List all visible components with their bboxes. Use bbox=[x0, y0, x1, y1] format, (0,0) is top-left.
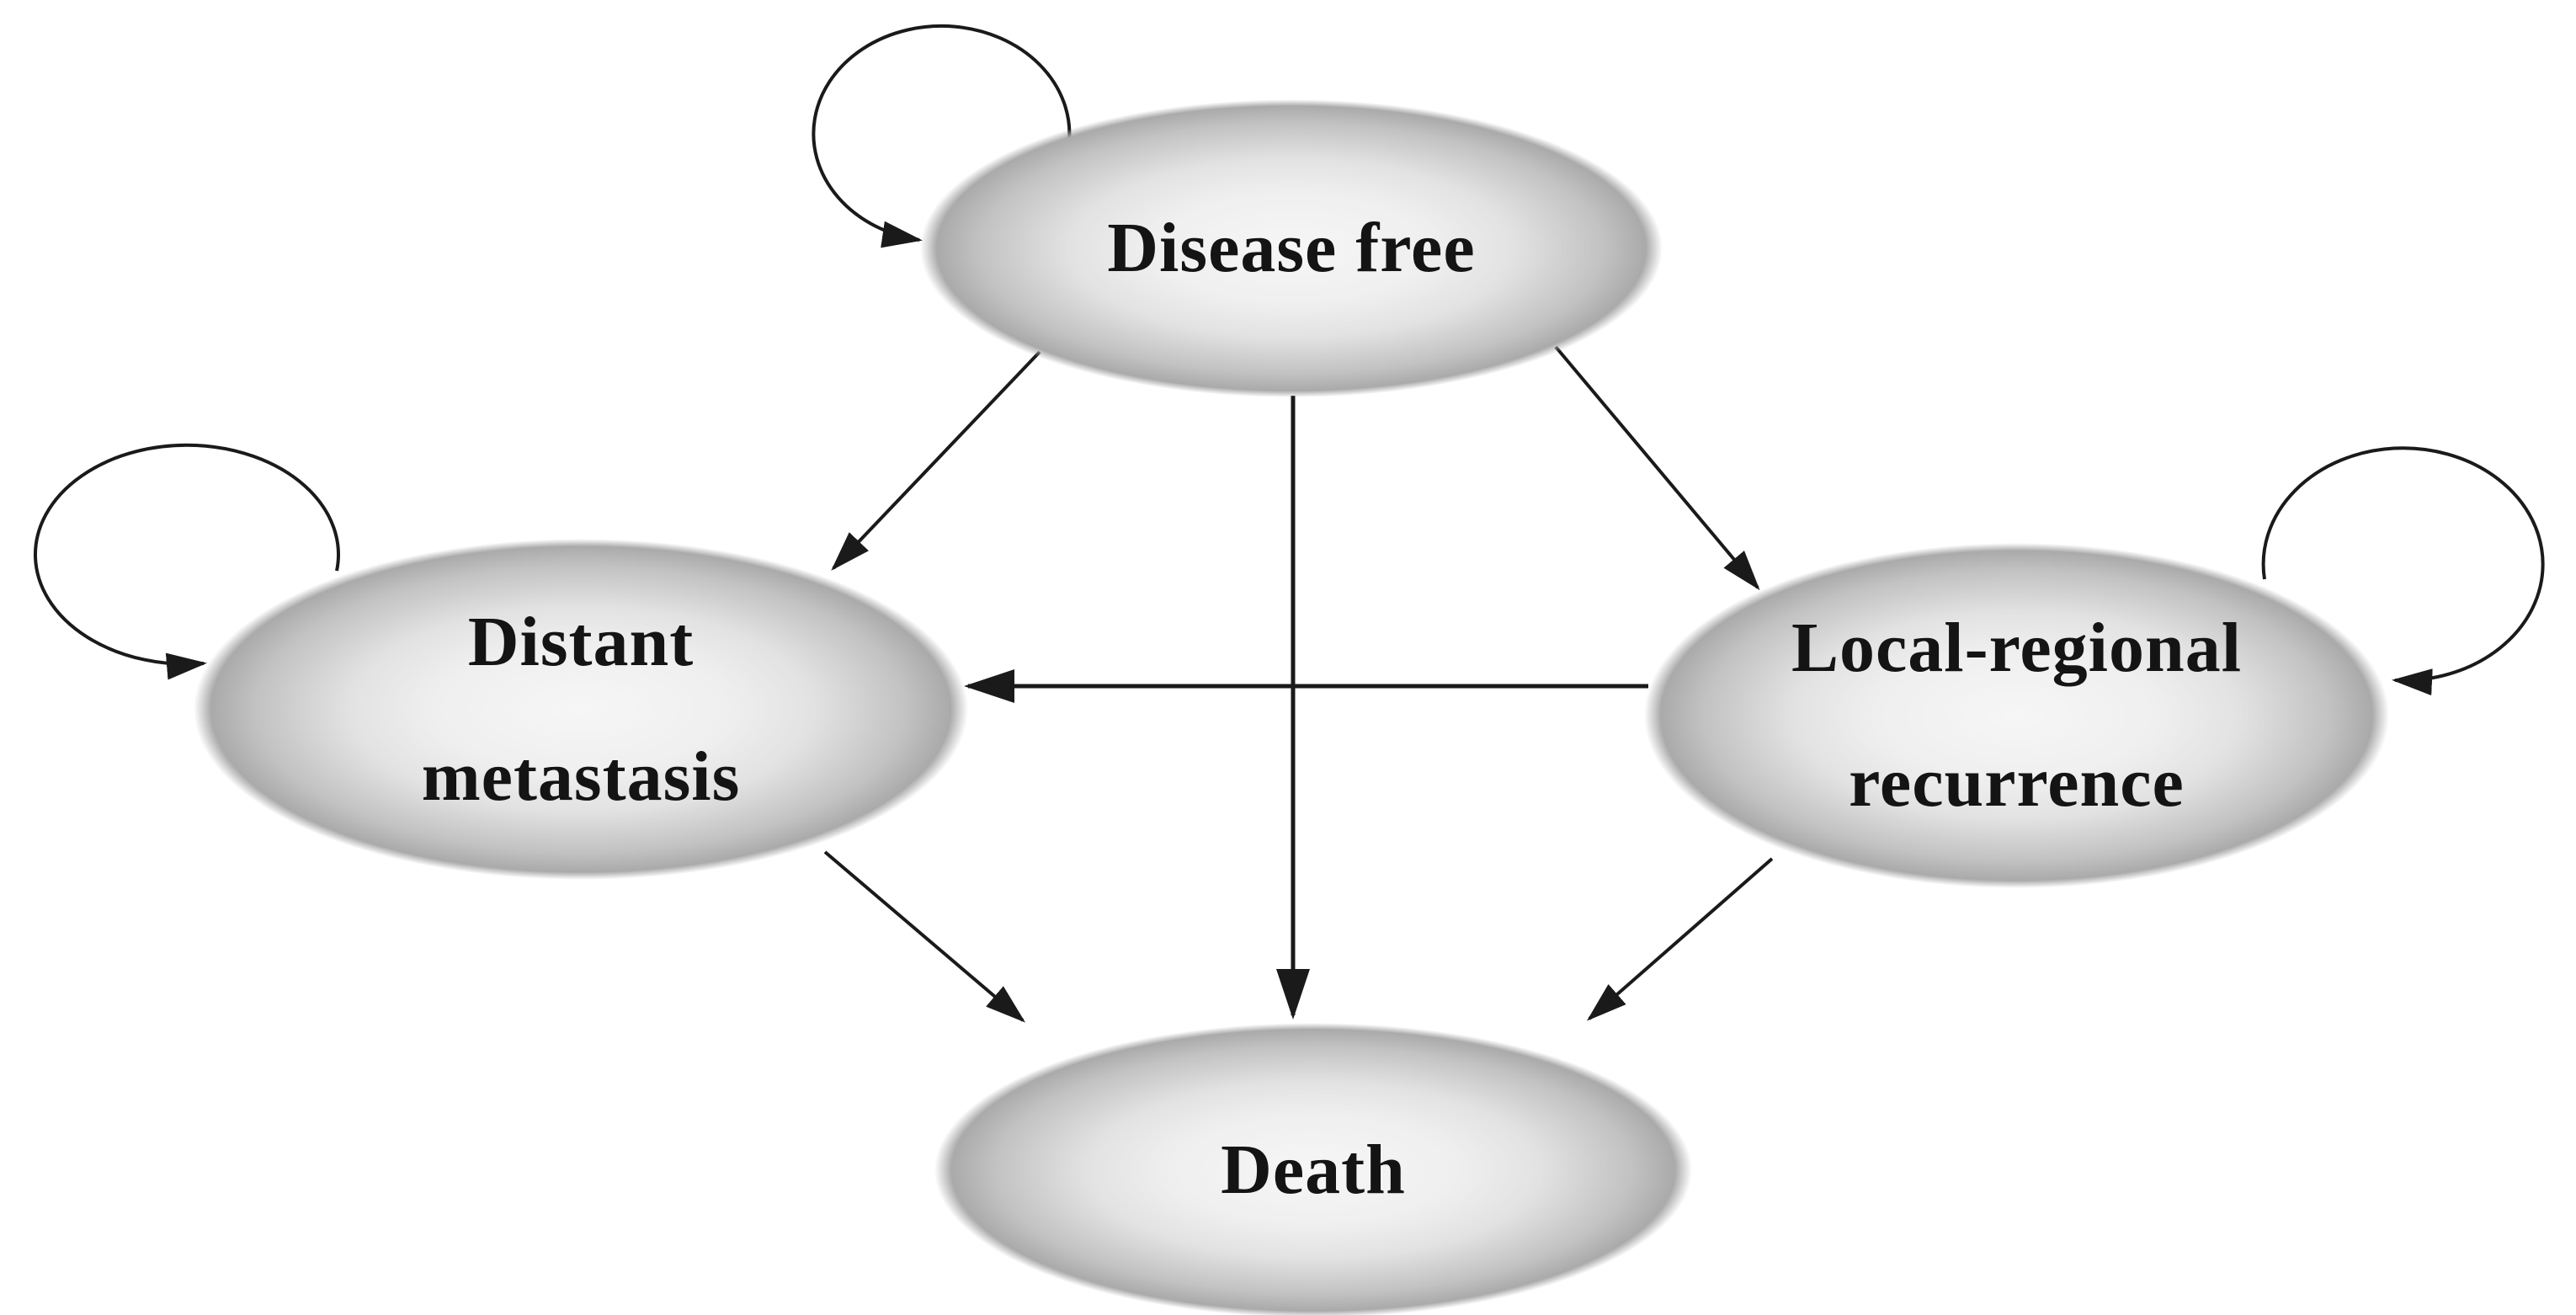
arrow-local-regional-recurrence-to-death bbox=[1586, 857, 1774, 1021]
node-distant-metastasis-label: Distant metastasis bbox=[422, 575, 741, 844]
node-disease-free-label: Disease free bbox=[1107, 181, 1475, 316]
node-death-label: Death bbox=[1221, 1103, 1406, 1238]
self-loop-disease-free-arrow bbox=[812, 24, 1072, 248]
node-distant-metastasis: Distant metastasis bbox=[194, 539, 968, 880]
arrow-disease-free-to-local-regional-recurrence bbox=[1554, 345, 1760, 591]
node-disease-free: Disease free bbox=[920, 99, 1663, 397]
node-distant-metastasis-label-line1: Distant bbox=[467, 602, 695, 681]
node-local-regional-recurrence-label-line1: Local-regional bbox=[1791, 609, 2243, 688]
node-disease-free-label-line: Disease free bbox=[1107, 209, 1476, 288]
self-loop-distant-metastasis-arrow bbox=[34, 443, 340, 680]
node-local-regional-recurrence-label-line2: recurrence bbox=[1849, 743, 2185, 822]
node-distant-metastasis-label-line2: metastasis bbox=[421, 737, 741, 816]
self-loop-local-regional-recurrence-arrow bbox=[2261, 446, 2545, 696]
node-local-regional-recurrence-label: Local-regional recurrence bbox=[1791, 581, 2242, 849]
node-local-regional-recurrence: Local-regional recurrence bbox=[1644, 543, 2389, 888]
arrow-distant-metastasis-to-death bbox=[823, 850, 1026, 1023]
node-death-label-line: Death bbox=[1221, 1131, 1406, 1210]
arrow-disease-free-to-distant-metastasis bbox=[831, 350, 1041, 571]
node-death: Death bbox=[934, 1023, 1692, 1315]
